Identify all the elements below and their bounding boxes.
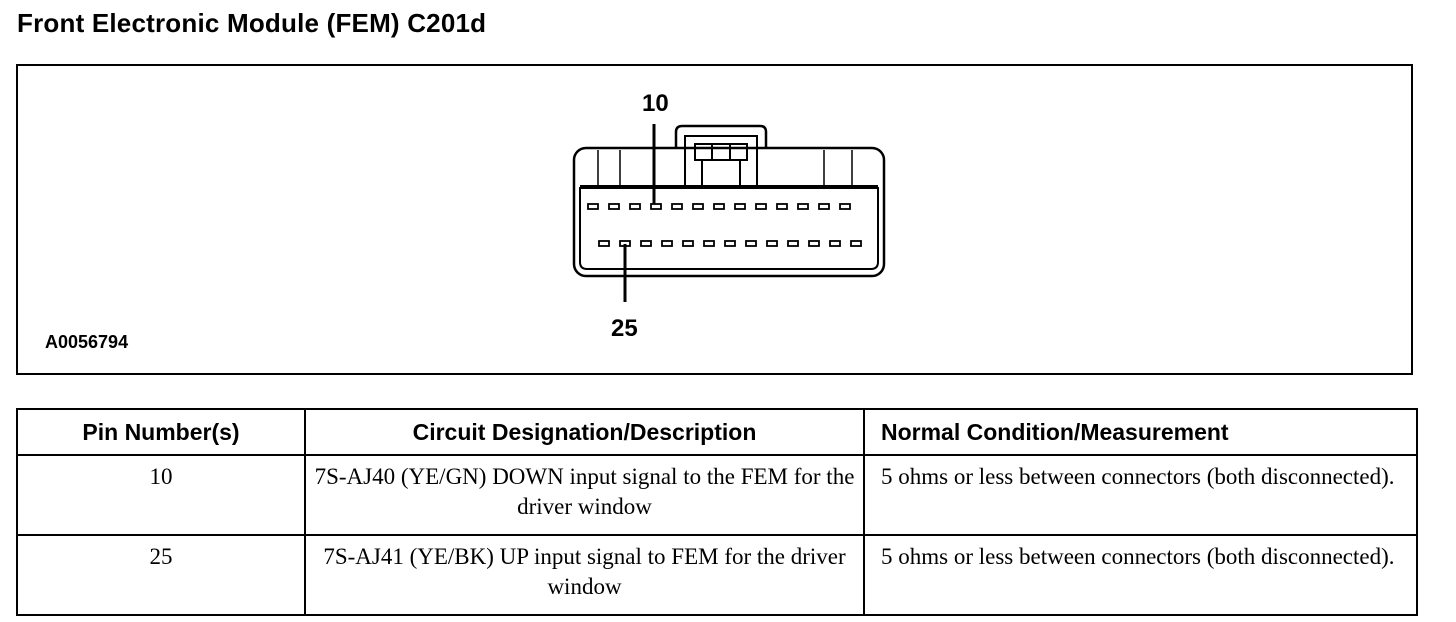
connector-lock-tab: [674, 124, 768, 148]
connector-face-view: 10 25: [572, 90, 886, 342]
pin-25-callout: 25: [611, 315, 638, 342]
top-row-pin-cavity: [839, 203, 851, 210]
row-pin-number: 25: [16, 534, 306, 616]
top-row-pin-cavity: [671, 203, 683, 210]
bottom-row-pin-cavity: [682, 240, 694, 247]
row-circuit-description: 7S-AJ41 (YE/BK) UP input signal to FEM f…: [304, 534, 865, 616]
top-row-pin-cavity: [650, 203, 662, 210]
row-measurement: 5 ohms or less between connectors (both …: [863, 534, 1418, 616]
bottom-pin-row: [598, 240, 862, 247]
top-row-pin-cavity: [776, 203, 788, 210]
bottom-row-pin-cavity: [598, 240, 610, 247]
page-title: Front Electronic Module (FEM) C201d: [17, 8, 487, 38]
bottom-row-pin-cavity: [640, 240, 652, 247]
figure-id: A0056794: [45, 332, 129, 352]
table-row: 25 7S-AJ41 (YE/BK) UP input signal to FE…: [16, 534, 1418, 616]
connector-lock-latch: [694, 143, 748, 161]
top-row-pin-cavity: [587, 203, 599, 210]
bottom-row-pin-cavity: [808, 240, 820, 247]
top-row-pin-cavity: [755, 203, 767, 210]
bottom-row-pin-cavity: [766, 240, 778, 247]
top-row-pin-cavity: [818, 203, 830, 210]
top-pin-row: [587, 203, 851, 210]
header-circuit-description: Circuit Designation/Description: [304, 408, 865, 456]
bottom-row-pin-cavity: [829, 240, 841, 247]
connector-diagram-frame: 10 25 A0056794: [16, 64, 1413, 375]
row-circuit-description: 7S-AJ40 (YE/GN) DOWN input signal to the…: [304, 454, 865, 536]
connector-lock-stem: [701, 159, 741, 187]
pin-table: Pin Number(s) Circuit Designation/Descri…: [16, 408, 1418, 616]
bottom-row-pin-cavity: [745, 240, 757, 247]
bottom-row-pin-cavity: [724, 240, 736, 247]
top-row-pin-cavity: [608, 203, 620, 210]
connector-inner-outline: [579, 187, 879, 270]
table-header-row: Pin Number(s) Circuit Designation/Descri…: [16, 408, 1418, 456]
top-row-pin-cavity: [734, 203, 746, 210]
bottom-row-pin-cavity: [703, 240, 715, 247]
table-row: 10 7S-AJ40 (YE/GN) DOWN input signal to …: [16, 454, 1418, 536]
header-pin-numbers: Pin Number(s): [16, 408, 306, 456]
bottom-row-pin-cavity: [661, 240, 673, 247]
header-normal-condition: Normal Condition/Measurement: [863, 408, 1418, 456]
pin-10-callout: 10: [642, 90, 669, 117]
top-row-pin-cavity: [629, 203, 641, 210]
row-pin-number: 10: [16, 454, 306, 536]
row-measurement: 5 ohms or less between connectors (both …: [863, 454, 1418, 536]
top-row-pin-cavity: [713, 203, 725, 210]
bottom-row-pin-cavity: [850, 240, 862, 247]
top-row-pin-cavity: [692, 203, 704, 210]
bottom-row-pin-cavity: [787, 240, 799, 247]
top-row-pin-cavity: [797, 203, 809, 210]
